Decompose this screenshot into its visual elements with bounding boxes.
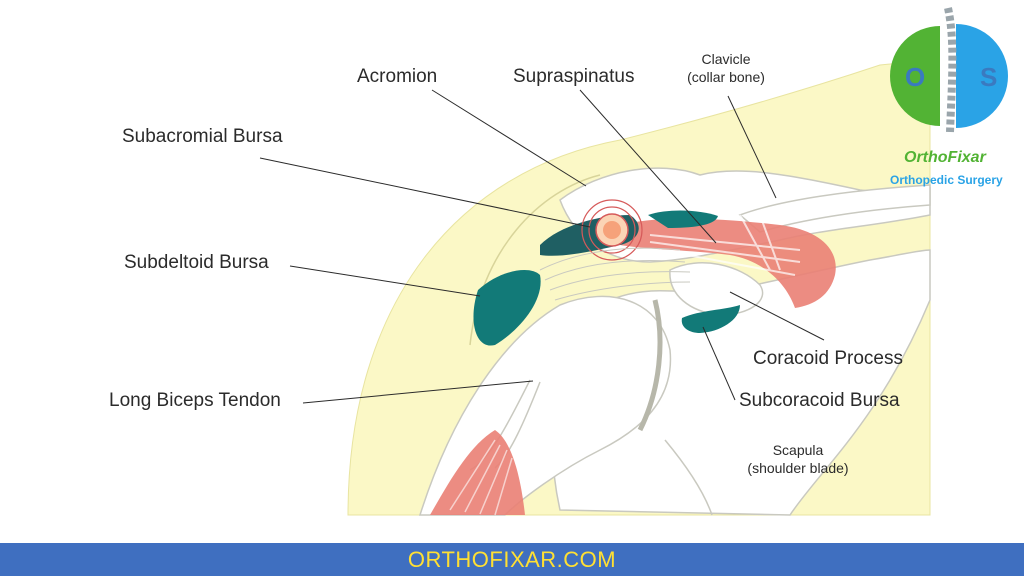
- label-long-biceps-tendon: Long Biceps Tendon: [109, 390, 281, 411]
- logo-green-half: [890, 26, 940, 126]
- label-clavicle-line1: Clavicle: [701, 51, 751, 67]
- label-subcoracoid-bursa: Subcoracoid Bursa: [739, 390, 900, 411]
- label-clavicle-line2: (collar bone): [687, 69, 765, 85]
- subcoracoid-bursa-shape: [681, 305, 740, 333]
- coracoid-bone: [669, 262, 764, 316]
- footer-bar: ORTHOFIXAR.COM: [0, 543, 1024, 576]
- leader-long-biceps-tendon: [302, 380, 534, 404]
- label-coracoid-process: Coracoid Process: [753, 348, 903, 369]
- logo-letter-o: O: [905, 62, 925, 92]
- leader-coracoid-process: [729, 291, 825, 341]
- highlight-core: [603, 221, 621, 239]
- logo-spine: [944, 7, 957, 133]
- brand-name: OrthoFixar: [904, 149, 986, 166]
- brand-tagline: Orthopedic Surgery: [890, 173, 1003, 187]
- clavicle-bone: [738, 184, 931, 233]
- supraspinatus-bursa-shape: [648, 210, 718, 228]
- highlight-ring-outer: [581, 199, 643, 261]
- highlight-ring-mid: [588, 206, 636, 254]
- glenoid-rim: [637, 299, 663, 432]
- label-supraspinatus: Supraspinatus: [513, 66, 635, 87]
- label-acromion: Acromion: [357, 66, 438, 87]
- subdeltoid-bursa-shape: [473, 270, 541, 346]
- biceps-muscle-fibers: [449, 439, 513, 516]
- supraspinatus-muscle: [620, 218, 836, 308]
- rotator-tendon-strands: [539, 247, 691, 301]
- label-scapula-line2: (shoulder blade): [747, 460, 849, 476]
- label-scapula: Scapula (shoulder blade): [738, 441, 858, 477]
- logo-letter-s: S: [980, 62, 997, 92]
- leader-supraspinatus: [579, 89, 717, 244]
- leader-subdeltoid-bursa: [289, 265, 481, 297]
- label-scapula-line1: Scapula: [772, 442, 824, 458]
- label-subdeltoid-bursa: Subdeltoid Bursa: [124, 252, 269, 273]
- leader-subcoracoid-bursa: [702, 326, 736, 401]
- leader-subacromial-bursa: [259, 157, 591, 228]
- label-clavicle: Clavicle (collar bone): [676, 50, 776, 86]
- logo-blue-half: [956, 24, 1008, 128]
- label-subacromial-bursa: Subacromial Bursa: [122, 126, 283, 147]
- leader-lines: [259, 89, 825, 404]
- leader-acromion: [431, 89, 587, 187]
- footer-site-link[interactable]: ORTHOFIXAR.COM: [407, 546, 617, 572]
- orthofixar-logo: O S: [890, 7, 1008, 133]
- humerus-shaft-line: [664, 439, 713, 516]
- supraspinatus-fibers: [649, 214, 801, 276]
- leader-clavicle: [727, 95, 777, 199]
